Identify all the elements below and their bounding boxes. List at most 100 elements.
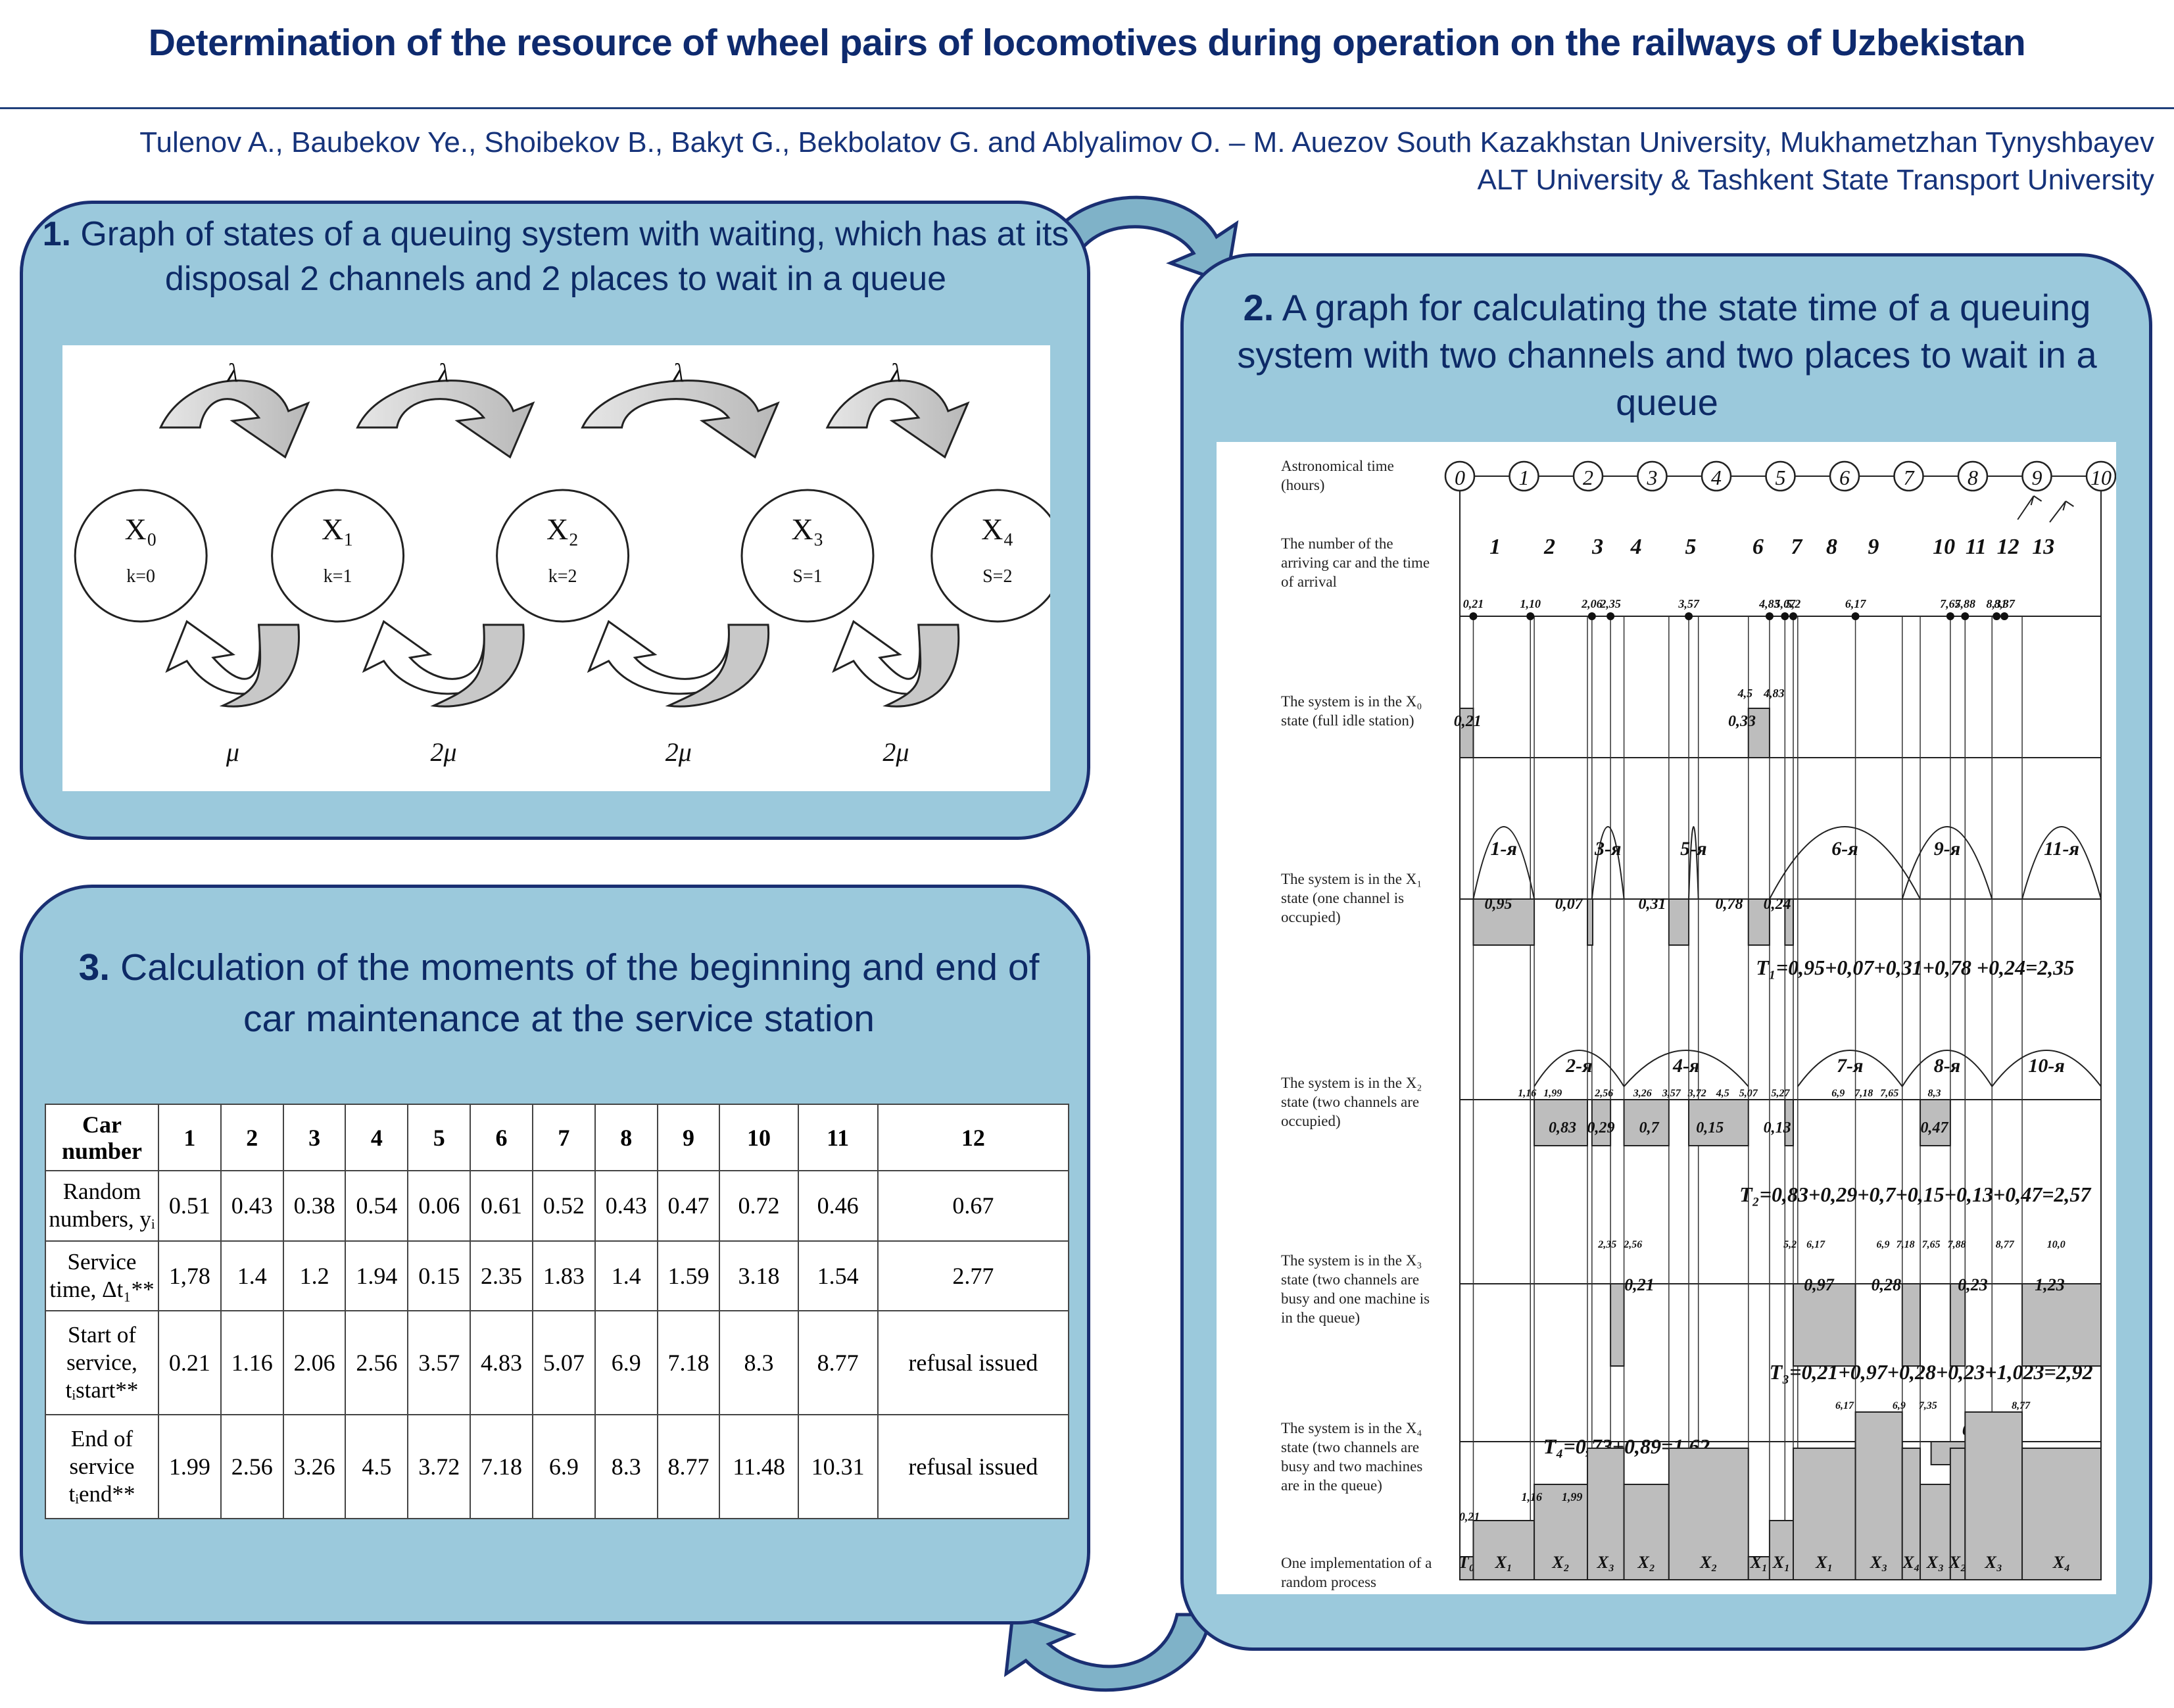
impl-step-9: [1854, 1411, 1903, 1580]
x1-value-4: 0,24: [1764, 896, 1791, 913]
hour-label-3: 3: [1647, 466, 1658, 489]
impl-state-13: X₃: [1984, 1553, 2002, 1572]
impl-state-14: X₄: [2052, 1553, 2070, 1572]
hour-label-2: 2: [1583, 466, 1593, 489]
arrival-dot-3: [1606, 612, 1615, 620]
state-label-0: X₀: [125, 512, 157, 546]
impl-step-7: [1768, 1520, 1794, 1580]
x3-mark-8: 8,77: [1996, 1239, 2015, 1250]
table-header-cell: 12: [877, 1103, 1070, 1172]
x1-arc-1: [1591, 826, 1625, 900]
x2-mark-12: 8,3: [1928, 1088, 1941, 1099]
x2-mark-10: 7,18: [1854, 1088, 1873, 1099]
x1-arc-label-3: 6-я: [1831, 838, 1858, 860]
table-cell: 0.38: [282, 1170, 347, 1242]
x2-arc-label-4: 10-я: [2028, 1055, 2064, 1077]
table-cell: 3.72: [407, 1413, 471, 1520]
arrival-dot-6: [1781, 612, 1789, 620]
t1-formula: T₁=0,95+0,07+0,31+0,78 +0,24=2,35: [1756, 956, 2074, 979]
impl-step-1: [1472, 1520, 1535, 1580]
state-sub-3: S=1: [792, 566, 822, 587]
x3-mark-9: 10,0: [2047, 1239, 2065, 1250]
car-number-9: 10: [1933, 535, 1955, 559]
table-row-label: Start of service, tᵢstart**: [45, 1309, 159, 1415]
transition-arrows-bottom: [165, 620, 960, 708]
state-node-4: [930, 489, 1065, 623]
row-label-text-1: The number of the arriving car and the t…: [1281, 535, 1430, 590]
table-cell: 8.3: [594, 1413, 658, 1520]
x2-arc-1: [1623, 1050, 1749, 1087]
arrow-bottom-shade-0: [219, 623, 301, 708]
panel-2-number: 2.: [1243, 287, 1274, 328]
table-cell: 11.48: [719, 1413, 799, 1520]
table-header-cell: 5: [407, 1103, 471, 1172]
state-node-0: [74, 489, 208, 623]
arrival-time-0: 0,21: [1463, 597, 1484, 610]
x0-mark-0: 4,5: [1737, 687, 1753, 700]
table-cell: 3.18: [719, 1240, 799, 1311]
panel-3-title-text: Calculation of the moments of the beginn…: [120, 946, 1040, 1040]
panel-2-title-text: A graph for calculating the state time o…: [1237, 287, 2097, 423]
x1-block-4: [1784, 898, 1795, 946]
x1-arc-label-4: 9-я: [1934, 838, 1960, 860]
x1-arc-4: [1901, 826, 1993, 900]
table-cell: 1.94: [345, 1240, 409, 1311]
car-number-3: 4: [1630, 535, 1642, 559]
timeline-graph: Astronomical time (hours)The number of t…: [1281, 458, 2117, 1590]
table-cell: 0.21: [158, 1309, 222, 1415]
hour-circle-1: [1509, 460, 1539, 492]
arrival-dot-9: [1946, 612, 1954, 620]
table-cell: 0.72: [719, 1170, 799, 1242]
hour-label-8: 8: [1968, 466, 1978, 489]
impl-step-2: [1534, 1484, 1589, 1580]
x2-mark-7: 5,07: [1739, 1088, 1758, 1099]
car-number-1: 2: [1543, 535, 1555, 559]
hour-label-7: 7: [1904, 466, 1916, 489]
arrival-dot-7: [1789, 612, 1797, 620]
panel-1-title: 1. Graph of states of a queuing system w…: [39, 212, 1072, 301]
impl-state-4: X₂: [1637, 1553, 1655, 1572]
row-label-text-6: The system is in the X₄ state (two chann…: [1281, 1420, 1423, 1494]
table-cell: 2.56: [345, 1309, 409, 1415]
table-cell: 7.18: [470, 1413, 533, 1520]
x1-arc-2: [1688, 826, 1699, 900]
impl-step-14: [2021, 1448, 2102, 1580]
table-cell: 0.47: [656, 1170, 721, 1242]
table-cell: 0.43: [594, 1170, 658, 1242]
hour-circle-8: [1957, 460, 1989, 492]
arrival-dot-12: [2000, 612, 2009, 620]
impl-state-10: X₄: [1902, 1553, 1920, 1572]
x1-value-3: 0,78: [1716, 896, 1743, 913]
impl-step-11: [1920, 1484, 1951, 1580]
row-label-6: The system is in the X₄ state (two chann…: [1281, 1420, 1423, 1494]
x2-mark-0: 1,16: [1518, 1088, 1536, 1099]
x3-mark-6: 7,65: [1922, 1239, 1941, 1250]
table-cell: 1.83: [531, 1240, 596, 1311]
car-number-6: 7: [1791, 535, 1803, 559]
table-header-cell: 9: [656, 1103, 721, 1172]
table-cell: 1.4: [594, 1240, 658, 1311]
x2-arc-3: [1901, 1050, 1993, 1087]
x2-value-5: 0,47: [1921, 1119, 1949, 1136]
authors-line-2: ALT University & Tashkent State Transpor…: [1477, 164, 2154, 196]
hour-label-0: 0: [1455, 466, 1465, 489]
arrival-time-10: 7,88: [1955, 597, 1976, 610]
table-cell: 1.59: [656, 1240, 721, 1311]
hour-circle-5: [1765, 460, 1796, 492]
car-number-12: 13: [2032, 535, 2054, 559]
arrival-time-4: 3,57: [1678, 597, 1700, 610]
bottom-connector-arrow: [1003, 1612, 1212, 1692]
mu-label-0: μ: [226, 737, 239, 767]
table-cell: 2.77: [877, 1240, 1070, 1311]
state-sub-4: S=2: [982, 566, 1012, 587]
x2-value-3: 0,15: [1696, 1119, 1724, 1136]
table-cell: 0.06: [407, 1170, 471, 1242]
x2-arc-label-3: 8-я: [1934, 1055, 1960, 1077]
